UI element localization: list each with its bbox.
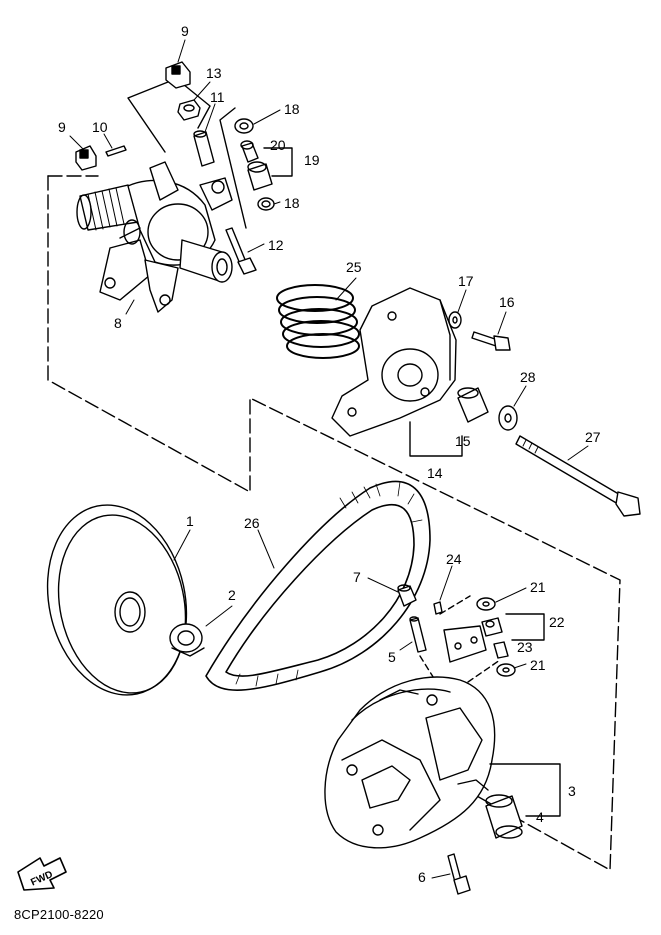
weight-clip-top <box>165 61 191 89</box>
diagram-code: 8CP2100-8220 <box>14 907 104 922</box>
callout-4: 4 <box>536 809 544 825</box>
callout-14: 14 <box>427 465 443 481</box>
washer-18-bottom <box>257 197 275 211</box>
bolt-12 <box>225 227 257 275</box>
callout-15: 15 <box>455 433 471 449</box>
callout-16: 16 <box>499 294 515 310</box>
callout-28: 28 <box>520 369 536 385</box>
bushing-11 <box>193 130 215 167</box>
callout-21-top: 21 <box>530 579 546 595</box>
callout-24: 24 <box>446 551 462 567</box>
washer-21-top <box>476 597 496 611</box>
bushing-2 <box>169 623 205 657</box>
callout-19: 19 <box>304 152 320 168</box>
callout-13: 13 <box>206 65 222 81</box>
bracket-19 <box>263 147 293 177</box>
roller-23 <box>493 641 509 659</box>
bracket-22 <box>505 613 545 641</box>
clutch-body-3 <box>324 676 496 849</box>
bracket-lines-upper <box>127 79 247 229</box>
pin-24 <box>433 601 443 615</box>
fwd-arrow-icon: FWD <box>17 857 67 891</box>
bolt-27 <box>515 435 641 517</box>
callout-25: 25 <box>346 259 362 275</box>
callout-23: 23 <box>517 639 533 655</box>
callout-5: 5 <box>388 649 396 665</box>
dowel-5 <box>409 616 427 653</box>
bushing-4 <box>485 794 523 839</box>
callout-1: 1 <box>186 513 194 529</box>
bushing-15 <box>457 387 489 423</box>
callout-11: 11 <box>210 89 225 105</box>
callout-6: 6 <box>418 869 426 885</box>
roller-20 <box>240 140 259 163</box>
callout-22: 22 <box>549 614 565 630</box>
callout-7: 7 <box>353 569 361 585</box>
callout-18-bottom: 18 <box>284 195 300 211</box>
callout-10: 10 <box>92 119 108 135</box>
weight-clip-left <box>75 145 97 171</box>
bracket-14 <box>409 421 463 457</box>
callout-21-bottom: 21 <box>530 657 546 673</box>
spring-25 <box>276 284 360 359</box>
callout-9-left: 9 <box>58 119 66 135</box>
sheave-cover-14 <box>331 287 457 437</box>
washer-17 <box>448 311 462 329</box>
callout-20: 20 <box>270 137 286 153</box>
primary-sheave-shaft <box>76 161 233 313</box>
leader-lines <box>69 39 589 879</box>
roller-19 <box>247 161 273 191</box>
nut-13 <box>177 99 201 121</box>
pin <box>105 145 127 157</box>
callout-9-top: 9 <box>181 23 189 39</box>
lever-22 <box>443 617 503 663</box>
washer-18-top <box>234 118 254 134</box>
callout-3: 3 <box>568 783 576 799</box>
fixed-sheave-1 <box>46 504 188 696</box>
bolt-16 <box>471 331 511 351</box>
bolt-7 <box>397 584 417 607</box>
bolt-6 <box>447 853 471 895</box>
assembly-outline <box>47 175 621 871</box>
callout-12: 12 <box>268 237 284 253</box>
callout-8: 8 <box>114 315 122 331</box>
callout-2: 2 <box>228 587 236 603</box>
callout-17: 17 <box>458 273 474 289</box>
callout-27: 27 <box>585 429 601 445</box>
callout-18-top: 18 <box>284 101 300 117</box>
drive-belt-26 <box>205 480 431 691</box>
washer-21-bottom <box>496 663 516 677</box>
washer-28 <box>498 405 518 431</box>
callout-26: 26 <box>244 515 260 531</box>
bracket-3-4 <box>489 763 561 817</box>
